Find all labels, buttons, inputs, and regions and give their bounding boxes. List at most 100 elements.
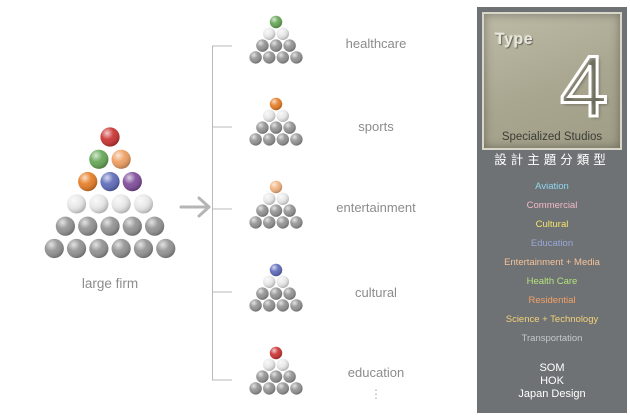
type-number: 4 (559, 39, 610, 135)
studio-ball (256, 287, 269, 300)
studio-ball (263, 51, 276, 64)
studio-label-entertainment: entertainment (336, 200, 416, 215)
large-firm-ball (78, 172, 98, 192)
continuation-dots: ⋮ (370, 387, 382, 401)
studio-ball (283, 370, 296, 383)
studio-ball (249, 299, 262, 312)
studio-ball (263, 299, 276, 312)
large-firm-ball (100, 172, 120, 192)
large-firm-ball (133, 194, 154, 214)
type-info-panel: Type 4 Specialized Studios 設計主題分類型 Aviat… (477, 7, 627, 413)
studio-ball (269, 287, 283, 300)
category-item: Health Care (526, 276, 578, 287)
studio-ball (269, 370, 283, 383)
studio-ball (276, 382, 289, 395)
studio-ball (276, 216, 289, 229)
studio-ball (276, 133, 289, 146)
large-firm-ball (122, 172, 142, 192)
studio-ball (269, 180, 283, 194)
studio-ball (249, 51, 262, 64)
studio-ball (263, 192, 276, 205)
category-item: Residential (528, 295, 576, 306)
studio-ball (256, 39, 269, 52)
studio-ball (290, 382, 303, 395)
studio-ball (263, 109, 276, 123)
studio-ball (263, 382, 276, 395)
studio-ball (269, 346, 283, 360)
category-item: Transportation (521, 333, 583, 344)
studio-label-healthcare: healthcare (346, 36, 407, 51)
category-item: Education (530, 238, 574, 249)
studio-ball (269, 204, 283, 217)
type-badge: Type 4 Specialized Studios (482, 12, 622, 150)
branch-bracket (212, 45, 232, 381)
studio-ball (276, 51, 289, 64)
studio-ball (269, 121, 283, 134)
category-item: Aviation (535, 181, 569, 192)
large-firm-ball (111, 238, 131, 259)
large-firm-ball (145, 216, 165, 236)
studio-ball (249, 382, 262, 395)
studio-ball (263, 133, 276, 146)
studio-ball (249, 216, 262, 229)
category-item: Commercial (526, 200, 578, 211)
split-arrow (179, 196, 211, 218)
studio-ball (276, 109, 289, 123)
studio-label-education: education (348, 365, 404, 380)
large-firm-ball (44, 238, 64, 259)
studio-pyramid (249, 346, 303, 395)
studio-ball (290, 133, 303, 146)
large-firm-pyramid (44, 127, 176, 259)
firm-name: SOM (539, 362, 565, 374)
studio-ball (263, 27, 276, 40)
large-firm-ball (100, 127, 120, 147)
studio-ball (269, 263, 283, 277)
studio-ball (276, 299, 289, 312)
studio-ball (276, 275, 289, 288)
category-item: Entertainment + Media (504, 257, 600, 268)
large-firm-ball (156, 238, 176, 259)
studio-pyramid (249, 180, 303, 229)
studio-ball (276, 358, 289, 371)
studio-ball (290, 299, 303, 312)
type-word: Type (495, 31, 534, 48)
category-item: Science + Technology (505, 314, 599, 325)
studio-ball (290, 216, 303, 229)
large-firm-ball (89, 194, 109, 214)
studio-ball (276, 27, 289, 40)
large-firm-ball (111, 149, 131, 169)
studio-ball (256, 204, 269, 217)
studio-ball (249, 133, 262, 146)
studio-ball (269, 97, 283, 111)
large-firm-ball (78, 216, 98, 236)
studio-ball (256, 370, 269, 383)
large-firm-ball (66, 238, 87, 259)
studio-pyramid (249, 97, 303, 146)
studio-ball (263, 358, 276, 371)
large-firm-ball (89, 149, 109, 169)
large-firm-ball (66, 194, 87, 214)
studio-pyramid (249, 263, 303, 312)
large-firm-ball (122, 216, 142, 236)
studio-ball (283, 39, 296, 52)
studio-ball (263, 216, 276, 229)
large-firm-ball (133, 238, 154, 259)
studio-ball (269, 15, 283, 29)
firm-name: HOK (540, 375, 564, 387)
studio-pyramid (249, 15, 303, 64)
studio-ball (269, 39, 283, 52)
category-item: Cultural (535, 219, 569, 230)
studio-ball (256, 121, 269, 134)
studio-ball (283, 204, 296, 217)
studio-ball (283, 287, 296, 300)
large-firm-ball (55, 216, 75, 236)
large-firm-ball (89, 238, 109, 259)
cjk-title: 設計主題分類型 (494, 152, 610, 167)
studio-ball (290, 51, 303, 64)
studio-ball (283, 121, 296, 134)
studio-ball (263, 275, 276, 288)
studio-label-cultural: cultural (355, 285, 397, 300)
studio-ball (276, 192, 289, 205)
large-firm-ball (100, 216, 120, 236)
